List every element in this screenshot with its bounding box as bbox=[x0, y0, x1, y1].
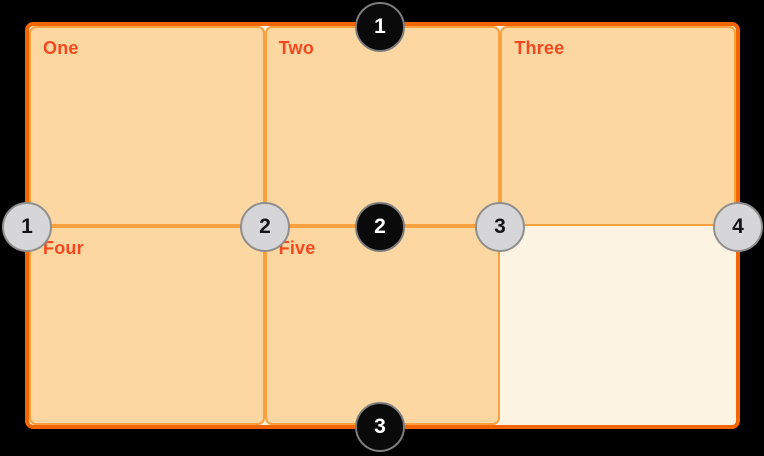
grid-container: One Two Three Four Five bbox=[25, 22, 740, 429]
column-line-marker-4: 4 bbox=[713, 202, 763, 252]
cell-label-five: Five bbox=[278, 237, 316, 258]
column-line-marker-3: 3 bbox=[475, 202, 525, 252]
column-line-marker-1: 1 bbox=[2, 202, 52, 252]
row-line-number-3: 3 bbox=[374, 415, 386, 438]
column-line-number-1: 1 bbox=[21, 215, 33, 238]
grid-cell-three: Three bbox=[500, 26, 736, 226]
grid-cell-four: Four bbox=[29, 225, 265, 425]
cell-label-one: One bbox=[43, 38, 79, 58]
row-line-number-1: 1 bbox=[374, 15, 386, 38]
column-line-number-3: 3 bbox=[494, 215, 506, 238]
grid-cell-two: Two bbox=[264, 26, 501, 226]
cell-label-two: Two bbox=[278, 38, 314, 58]
cell-label-three: Three bbox=[514, 38, 565, 58]
grid-cell-five: Five bbox=[264, 225, 501, 425]
column-line-marker-2: 2 bbox=[240, 202, 290, 252]
grid-cell-one: One bbox=[29, 26, 265, 226]
cell-label-four: Four bbox=[43, 237, 84, 258]
row-line-number-2: 2 bbox=[374, 215, 386, 238]
row-line-marker-1: 1 bbox=[355, 2, 405, 52]
row-line-marker-2: 2 bbox=[355, 202, 405, 252]
column-line-number-4: 4 bbox=[732, 215, 744, 238]
column-line-number-2: 2 bbox=[259, 215, 271, 238]
row-line-marker-3: 3 bbox=[355, 402, 405, 452]
